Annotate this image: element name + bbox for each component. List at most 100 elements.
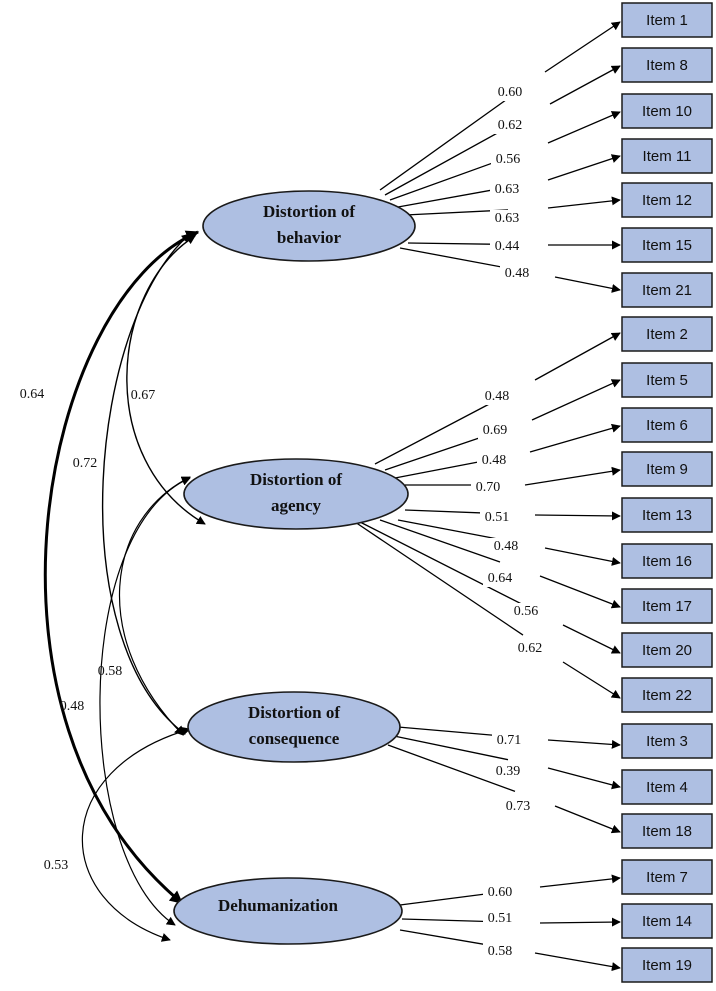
- loading-paths-layer: [354, 21, 621, 972]
- loading-line-item-16: [397, 519, 506, 542]
- loading-label-backing: [493, 84, 527, 101]
- correlation-curve-consequence-dehumanization: [81, 726, 191, 942]
- loading-value-item-3: 0.71: [497, 733, 522, 748]
- loading-label-backing: [491, 151, 525, 168]
- item-node-item-21: Item 21: [621, 272, 713, 308]
- item-box: [621, 947, 713, 983]
- item-box: [621, 588, 713, 624]
- loading-label-backing: [483, 910, 517, 927]
- loading-arrow-item-8: [549, 65, 621, 105]
- loading-label-backing: [480, 388, 514, 405]
- loading-line-item-4: [393, 735, 509, 761]
- item-box: [621, 859, 713, 895]
- factor-node-dehumanization: Dehumanization: [173, 877, 403, 945]
- item-label: Item 12: [642, 192, 692, 209]
- item-node-item-2: Item 2: [621, 316, 713, 352]
- item-node-item-9: Item 9: [621, 451, 713, 487]
- loading-value-item-7: 0.60: [488, 885, 513, 900]
- item-node-item-12: Item 12: [621, 182, 713, 218]
- item-label: Item 9: [646, 461, 688, 478]
- factor-node-behavior: Distortion of behavior: [202, 190, 416, 262]
- item-box: [621, 272, 713, 308]
- loading-label-backing: [501, 798, 535, 815]
- loading-arrow-item-7: [539, 874, 621, 888]
- factor-label-line: consequence: [249, 729, 340, 748]
- item-label: Item 5: [646, 372, 688, 389]
- loading-line-item-8: [384, 125, 511, 196]
- loading-value-item-8: 0.62: [498, 118, 523, 133]
- loading-label-backing: [483, 943, 517, 960]
- loading-arrow-item-2: [534, 332, 621, 381]
- item-box: [621, 677, 713, 713]
- factor-ellipse: [173, 877, 403, 945]
- loading-arrow-item-22: [562, 661, 621, 699]
- item-box: [621, 2, 713, 38]
- loading-label-backing: [489, 538, 523, 555]
- item-box: [621, 723, 713, 759]
- item-box: [621, 47, 713, 83]
- item-label: Item 4: [646, 779, 688, 796]
- correlation-curve-agency-consequence: [118, 476, 191, 736]
- factor-node-consequence: Distortion of consequence: [187, 691, 401, 763]
- item-label: Item 19: [642, 957, 692, 974]
- item-node-item-10: Item 10: [621, 93, 713, 129]
- loading-line-item-18: [387, 744, 516, 792]
- item-node-item-6: Item 6: [621, 407, 713, 443]
- item-box: [621, 407, 713, 443]
- loading-arrow-item-17: [539, 575, 621, 609]
- item-label: Item 6: [646, 417, 688, 434]
- factor-ellipse: [183, 458, 409, 530]
- loading-value-item-13: 0.51: [485, 510, 510, 525]
- factor-label-line: behavior: [277, 228, 342, 247]
- loading-arrow-item-20: [562, 624, 621, 654]
- item-node-item-8: Item 8: [621, 47, 713, 83]
- item-label: Item 17: [642, 598, 692, 615]
- item-box: [621, 138, 713, 174]
- item-label: Item 3: [646, 733, 688, 750]
- loading-value-item-18: 0.73: [506, 799, 531, 814]
- loading-line-item-19: [399, 929, 496, 947]
- loading-label-backing: [480, 509, 514, 526]
- correlation-value-behavior-dehumanization: 0.64: [20, 387, 45, 402]
- correlation-curve-behavior-dehumanization: [43, 230, 200, 905]
- loading-label-backing: [483, 884, 517, 901]
- item-node-item-4: Item 4: [621, 769, 713, 805]
- loading-label-backing: [478, 422, 512, 439]
- loading-label-backing: [483, 570, 517, 587]
- loading-label-backing: [490, 238, 524, 255]
- item-box: [621, 769, 713, 805]
- item-label: Item 10: [642, 103, 692, 120]
- factor-ellipse: [187, 691, 401, 763]
- item-label: Item 2: [646, 326, 688, 343]
- loading-arrow-item-3: [547, 739, 621, 749]
- factor-label-line: Dehumanization: [218, 896, 339, 915]
- loading-arrow-item-1: [544, 21, 621, 73]
- item-node-item-16: Item 16: [621, 543, 713, 579]
- item-node-item-11: Item 11: [621, 138, 713, 174]
- item-box: [621, 813, 713, 849]
- correlation-value-consequence-dehumanization: 0.53: [44, 858, 69, 873]
- item-box: [621, 497, 713, 533]
- item-node-item-14: Item 14: [621, 903, 713, 939]
- correlation-curve-behavior-consequence: [102, 233, 191, 735]
- loading-arrow-item-4: [547, 767, 621, 790]
- loading-label-backing: [491, 763, 525, 780]
- loading-value-item-1: 0.60: [498, 85, 523, 100]
- factor-label-line: Distortion of: [248, 703, 340, 722]
- loading-label-backing: [471, 479, 505, 496]
- item-label: Item 14: [642, 913, 692, 930]
- loading-label-backing: [513, 640, 547, 657]
- loading-label-backing: [492, 732, 526, 749]
- loading-line-item-5: [384, 432, 493, 471]
- loading-line-item-10: [389, 156, 509, 201]
- loading-line-item-21: [399, 247, 516, 271]
- loading-arrow-item-14: [539, 917, 621, 927]
- factor-label-line: Distortion of: [263, 202, 355, 221]
- item-label: Item 21: [642, 282, 692, 299]
- loading-value-item-4: 0.39: [496, 764, 521, 779]
- item-label: Item 16: [642, 553, 692, 570]
- loading-value-item-20: 0.56: [514, 604, 539, 619]
